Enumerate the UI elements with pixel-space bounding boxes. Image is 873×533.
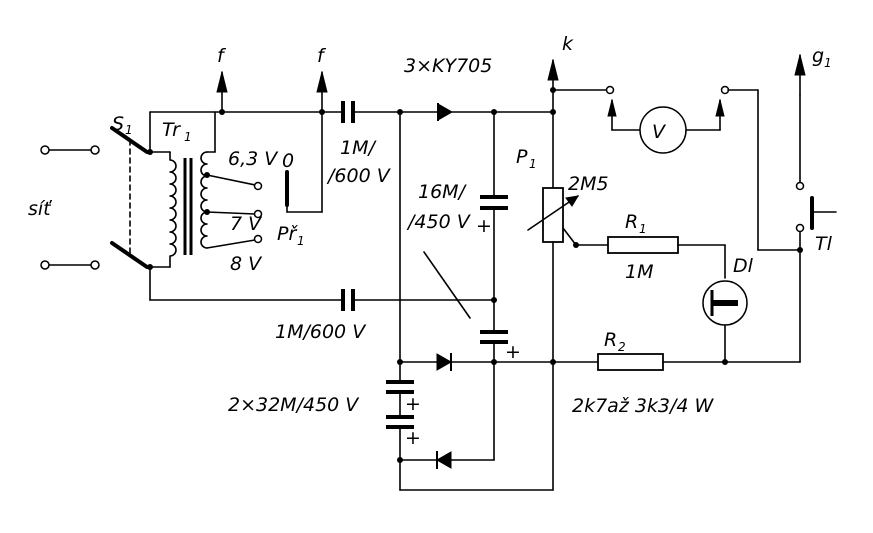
mains-input: [40, 145, 100, 270]
mains-terminal-top-right: [90, 145, 100, 155]
output-k: [547, 59, 615, 113]
label-mains: síť: [28, 198, 53, 220]
label-cap-pair-plus-b: +: [405, 427, 421, 449]
label-button: Tl: [815, 233, 833, 255]
label-out-g1-sub: 1: [824, 56, 832, 70]
label-diodes-top: 3×KY705: [404, 55, 492, 77]
label-cap-mid-b: /450 V: [406, 211, 472, 233]
mains-switch-s1: [110, 126, 149, 269]
label-out-g1: g: [812, 45, 824, 67]
label-tap-0: 0: [282, 150, 294, 172]
output-f-right: [316, 71, 328, 115]
label-out-f1: f: [217, 45, 227, 67]
pointer-line: [423, 251, 471, 319]
label-transformer-sub: 1: [184, 130, 192, 144]
glow-lamp-dl: [702, 280, 748, 365]
label-r2-value: 2k7až 3k3/4 W: [572, 395, 715, 417]
label-switch-sub: 1: [125, 123, 133, 137]
mains-terminal-bottom-right: [90, 260, 100, 270]
label-r2: R: [604, 329, 617, 351]
label-r1-sub: 1: [639, 222, 647, 236]
primary-winding: [169, 151, 177, 268]
tap-selector-pr1: [285, 111, 323, 213]
diode-mid: [436, 353, 453, 371]
label-lamp: Dl: [733, 255, 754, 277]
voltmeter: [607, 85, 801, 251]
secondary-winding: [200, 151, 208, 249]
label-cap-mid-a: 16M/: [418, 181, 468, 203]
label-transformer: Tr: [162, 119, 181, 141]
transformer-tr1: [147, 111, 263, 301]
label-cap-bottom: 1M/600 V: [275, 321, 367, 343]
r2-body: [597, 353, 664, 371]
top-rail: [149, 101, 556, 123]
potentiometer-p1: [527, 111, 579, 491]
label-pot: P: [516, 146, 528, 168]
label-pot-value: 2M5: [568, 173, 609, 195]
label-out-k: k: [562, 33, 574, 55]
output-f-left: [216, 71, 228, 115]
label-tap-8v: 8 V: [230, 253, 263, 275]
label-out-f2: f: [317, 45, 327, 67]
voltmeter-terminal-left: [605, 85, 615, 95]
r1-body: [607, 236, 679, 254]
button-tl: [795, 196, 837, 363]
tap-terminal-8v: [253, 234, 263, 244]
left-rail: [386, 111, 554, 491]
label-cap-top-a: 1M/: [340, 137, 377, 159]
label-cap-small-plus: +: [505, 341, 521, 363]
switch-blade-bottom: [110, 241, 149, 269]
diode-top: [437, 103, 454, 121]
label-tap-6-3v: 6,3 V: [228, 148, 279, 170]
label-r2-sub: 2: [618, 340, 626, 354]
label-cap-pair-plus-a: +: [405, 393, 421, 415]
pot-body: [542, 187, 564, 243]
capacitor-bottom-1m: [149, 289, 495, 311]
label-tap-7v: 7 V: [230, 213, 263, 235]
output-g1: [794, 54, 806, 191]
label-voltmeter: V: [652, 121, 667, 143]
resistor-r1: [575, 236, 726, 279]
button-terminal-top: [795, 181, 805, 191]
label-r1-value: 1M: [625, 261, 653, 283]
label-selector: Př: [277, 223, 298, 245]
resistor-r2: [552, 353, 801, 371]
label-r1: R: [625, 211, 638, 233]
mains-terminal-bottom-left: [40, 260, 50, 270]
capacitor-small: [423, 251, 508, 461]
capacitor-16m: [480, 111, 508, 331]
label-selector-sub: 1: [297, 234, 305, 248]
label-pot-sub: 1: [529, 157, 537, 171]
button-terminal-bottom: [795, 223, 805, 233]
mains-terminal-top-left: [40, 145, 50, 155]
diode-bottom: [435, 451, 452, 469]
tap-terminal-6-3v: [253, 181, 263, 191]
label-cap-pair: 2×32M/450 V: [228, 394, 360, 416]
label-switch: S: [112, 113, 124, 135]
label-cap-mid-plus: +: [476, 215, 492, 237]
tap-terminal-7v: [253, 209, 263, 219]
label-cap-top-b: /600 V: [326, 165, 392, 187]
